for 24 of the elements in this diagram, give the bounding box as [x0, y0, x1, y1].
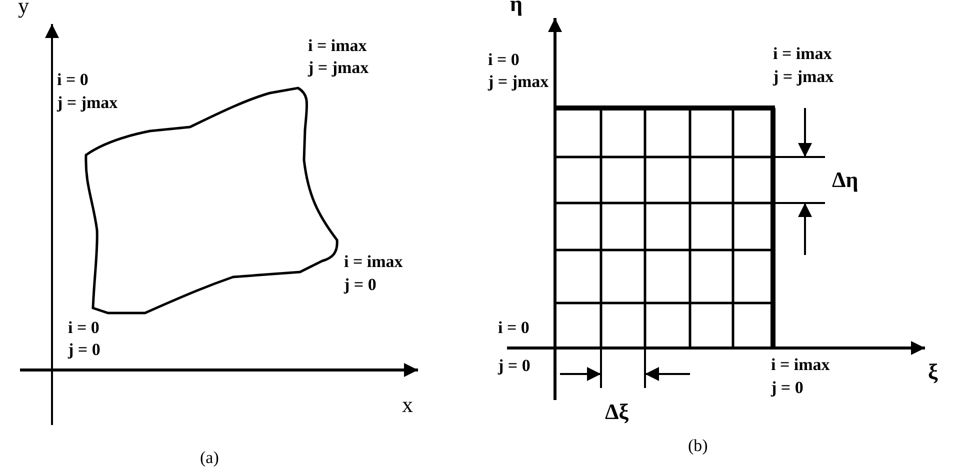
boundary-condition-label: j = 0	[771, 378, 804, 398]
boundary-condition-label: j = 0	[498, 356, 530, 376]
dimension-label: Δξ	[605, 400, 629, 424]
boundary-condition-label: i = imax	[344, 252, 403, 272]
boundary-condition-label: i = 0	[488, 50, 520, 70]
axis-label: η	[510, 0, 522, 16]
axis-label: ξ	[928, 360, 938, 384]
boundary-condition-label: i = imax	[773, 44, 832, 64]
boundary-condition-label: i = 0	[68, 318, 100, 338]
boundary-condition-label: i = 0	[57, 70, 88, 90]
boundary-condition-label: j = jmax	[308, 58, 369, 78]
panel-caption: (b)	[688, 436, 708, 456]
dimension-label: Δη	[832, 168, 858, 192]
axis-label: x	[402, 393, 413, 417]
boundary-condition-label: j = 0	[344, 275, 376, 295]
boundary-condition-label: j = jmax	[488, 72, 549, 92]
panel-caption: (a)	[200, 448, 219, 468]
boundary-condition-label: i = 0	[498, 318, 530, 338]
boundary-condition-label: j = jmax	[57, 93, 118, 113]
axis-label: y	[18, 0, 29, 18]
boundary-condition-label: i = imax	[771, 355, 830, 375]
boundary-condition-label: j = 0	[68, 340, 100, 360]
boundary-condition-label: i = imax	[308, 36, 367, 56]
boundary-condition-label: j = jmax	[773, 67, 834, 87]
